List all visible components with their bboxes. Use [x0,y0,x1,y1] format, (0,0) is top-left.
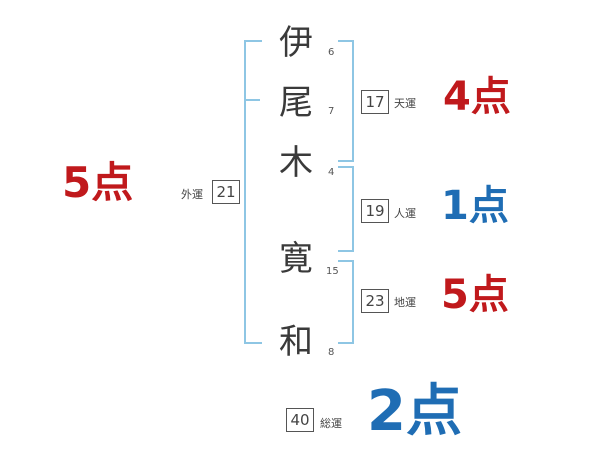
tenun-bracket [338,40,354,162]
character-2: 尾 [279,83,313,123]
stroke-count-2: 7 [328,106,335,117]
stroke-count-4: 15 [326,266,339,277]
stroke-count-5: 8 [328,347,335,358]
outer-bracket [244,40,262,344]
jinun-score: 1点 [441,183,509,229]
jinun-label: 人運 [394,207,416,220]
character-4: 寛 [279,239,313,279]
tenun-label: 天運 [394,97,416,110]
tenun-value-box: 17 [361,90,389,114]
character-5: 和 [279,322,313,362]
stroke-count-3: 4 [328,167,335,178]
souun-score: 2点 [367,379,462,444]
souun-label: 総運 [320,417,342,430]
jinun-value-box: 19 [361,199,389,223]
gaiun-label: 外運 [181,188,203,201]
character-3: 木 [279,143,313,183]
jinun-bracket [338,166,354,252]
gaiun-score: 5点 [62,158,134,207]
chiun-score: 5点 [441,272,509,318]
stroke-count-1: 6 [328,47,335,58]
souun-value-box: 40 [286,408,314,432]
tenun-score: 4点 [443,74,511,120]
bracket-tick [244,99,260,101]
character-1: 伊 [279,23,313,63]
gaiun-value-box: 21 [212,180,240,204]
chiun-value-box: 23 [361,289,389,313]
chiun-label: 地運 [394,296,416,309]
chiun-bracket [338,260,354,344]
